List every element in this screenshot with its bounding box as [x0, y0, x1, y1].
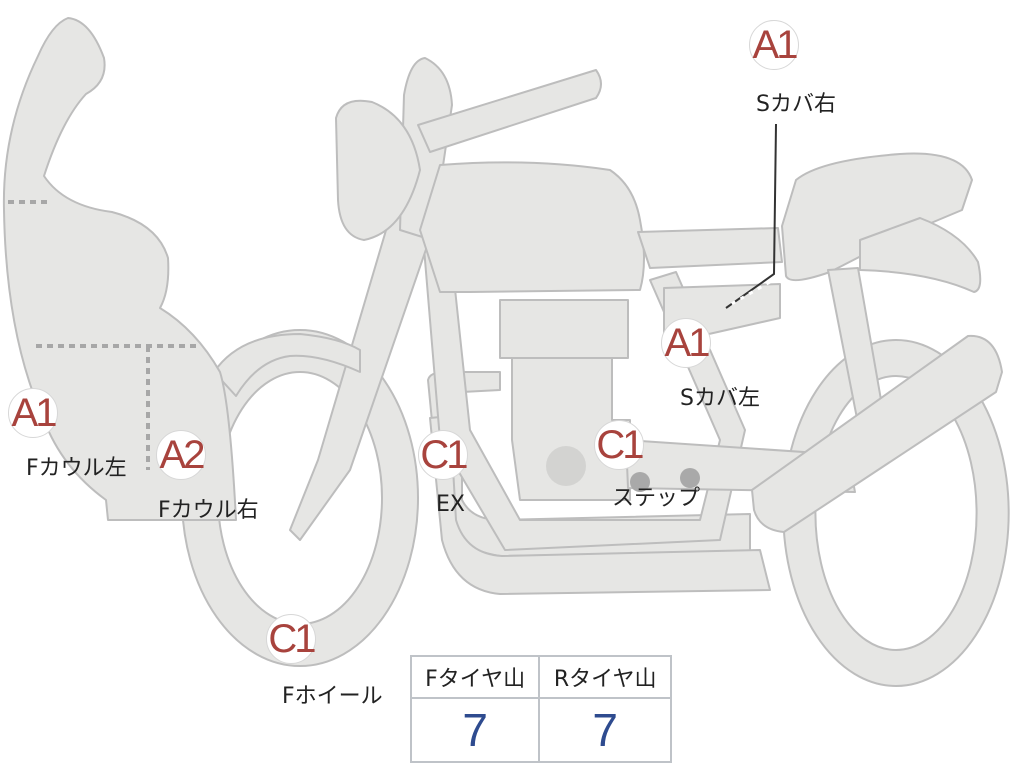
front-cowl: [2, 17, 237, 521]
handlebar-stem: [399, 57, 453, 241]
exhaust-pipe-lower: [429, 415, 771, 595]
rear-tire-value: 7: [538, 697, 672, 763]
damage-marker-fwheel: C1: [266, 614, 317, 664]
label-fcowl-right: Fカウル右: [158, 498, 259, 523]
fuel-tank: [419, 161, 645, 293]
damage-marker-scover-right: A1: [749, 20, 799, 70]
seat-front: [637, 227, 783, 269]
leader-line-scover-right: [725, 123, 777, 309]
front-fender: [213, 333, 361, 397]
footpeg-left: [630, 472, 650, 492]
rear-fender: [859, 217, 982, 293]
engine-top: [499, 299, 629, 359]
rear-tire-header: Rタイヤ山: [538, 655, 672, 699]
label-step: ステップ: [612, 486, 701, 511]
damage-marker-exhaust: C1: [418, 430, 469, 480]
label-fwheel: Fホイール: [282, 684, 383, 709]
footpeg-right: [680, 468, 700, 488]
label-scover-right: Sカバ右: [756, 92, 836, 117]
label-exhaust: EX: [436, 492, 465, 517]
label-fcowl-left: Fカウル左: [26, 456, 127, 481]
muffler: [751, 334, 1003, 533]
tire-tread-table: Fタイヤ山 Rタイヤ山 7 7: [409, 655, 672, 763]
front-tire-value: 7: [409, 697, 541, 763]
headlight: [335, 99, 421, 241]
handlebar: [417, 69, 602, 153]
label-scover-left: Sカバ左: [680, 386, 760, 411]
seat: [781, 152, 973, 282]
damage-marker-fcowl-left: A1: [8, 388, 58, 438]
damage-marker-scover-left: A1: [661, 318, 711, 368]
front-tire-header: Fタイヤ山: [409, 655, 541, 699]
engine-bolt: [546, 446, 586, 486]
frame: [419, 194, 746, 551]
damage-marker-fcowl-right: A2: [156, 430, 206, 480]
damage-marker-step: C1: [594, 420, 645, 470]
